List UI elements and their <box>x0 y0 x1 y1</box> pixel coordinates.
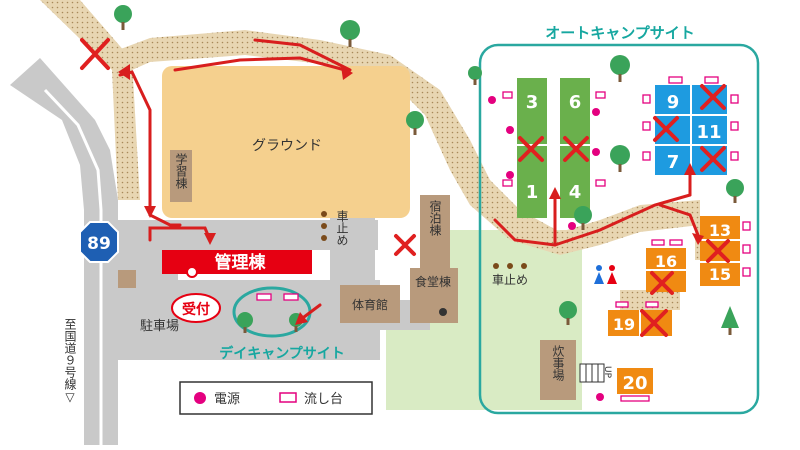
parking-label: 駐車場 <box>140 319 179 334</box>
kurumadome-label-1: 車止め <box>335 210 349 246</box>
shokudo-label: 食堂棟 <box>415 274 451 289</box>
site-1-label[interactable]: 1 <box>526 182 539 203</box>
site-16-label[interactable]: 16 <box>655 252 677 271</box>
site-19-label[interactable]: 19 <box>613 315 635 334</box>
suijiba-building <box>540 340 576 400</box>
ground-field <box>162 66 410 218</box>
shokudo-building <box>410 268 458 323</box>
uketsuke-label: 受付 <box>182 301 210 318</box>
taiikukan-building <box>340 285 400 323</box>
up-label: UP <box>602 366 612 379</box>
route-arrows <box>118 38 702 322</box>
lawn-area-2 <box>386 320 434 410</box>
green-sites <box>517 78 590 218</box>
site-3-label[interactable]: 3 <box>526 92 539 113</box>
ground-label: グラウンド <box>252 138 322 154</box>
power-icon <box>194 392 206 404</box>
shukuhaku-building <box>420 195 450 280</box>
to-route-label: 至国道９号線▽ <box>63 318 77 404</box>
route-89-sign: 89 <box>79 221 119 263</box>
kanri-label: 管理棟 <box>215 252 267 273</box>
shukuhaku-label: 宿泊棟 <box>428 199 442 236</box>
suijiba-label: 炊事場 <box>551 345 565 382</box>
site-7-label[interactable]: 7 <box>667 152 680 173</box>
road-centerline <box>43 88 103 445</box>
arrow-heads <box>118 64 704 325</box>
stairs-icon <box>579 363 605 383</box>
site-9-label[interactable]: 9 <box>667 92 680 113</box>
sink-icon <box>279 392 297 403</box>
route-number: 89 <box>87 234 111 254</box>
uketsuke-bubble[interactable]: 受付 <box>171 266 221 323</box>
bollards <box>321 211 527 269</box>
site-15-label[interactable]: 15 <box>709 265 731 284</box>
legend: 電源 流し台 <box>179 381 373 415</box>
gakushu-label: 学習棟 <box>174 152 188 189</box>
kurumadome-label-2: 車止め <box>492 273 528 287</box>
chimney-dot <box>439 308 447 316</box>
day-camp-title: デイキャンプサイト <box>219 345 345 362</box>
site-6-label[interactable]: 6 <box>569 92 582 113</box>
tree-icons <box>114 5 744 335</box>
site-4-label[interactable]: 4 <box>569 182 582 203</box>
site-20-label[interactable]: 20 <box>622 373 647 394</box>
site-13-label[interactable]: 13 <box>709 221 731 240</box>
taiikukan-label: 体育館 <box>352 297 388 312</box>
site-11-label[interactable]: 11 <box>696 122 721 143</box>
auto-camp-outline <box>478 43 760 415</box>
auto-camp-title: オートキャンプサイト <box>545 24 695 42</box>
closed-markers <box>80 38 730 337</box>
toilet-icon <box>594 265 617 284</box>
legend-sink: 流し台 <box>304 392 343 407</box>
legend-power: 電源 <box>214 392 240 407</box>
small-building <box>118 270 136 288</box>
gakushu-building <box>170 150 192 202</box>
